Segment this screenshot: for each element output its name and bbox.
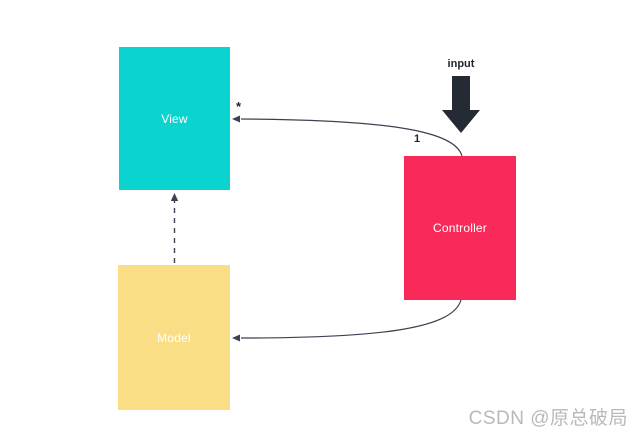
arrowhead-into-view-bottom <box>170 193 179 201</box>
controller-node: Controller <box>404 156 516 300</box>
input-arrow-icon <box>442 76 480 133</box>
model-node-label: Model <box>157 330 191 345</box>
controller-node-label: Controller <box>432 221 488 235</box>
watermark-text: CSDN @原总破局 <box>468 408 628 429</box>
view-node: View <box>119 47 230 190</box>
view-multiplicity-label: * <box>236 99 242 114</box>
model-node: Model <box>118 265 230 410</box>
input-label: input <box>447 58 475 70</box>
edge-controller-to-view <box>240 118 463 157</box>
controller-multiplicity-label: 1 <box>414 133 421 145</box>
edge-controller-to-model <box>240 299 462 339</box>
arrowhead-into-view <box>232 115 240 123</box>
view-node-label: View <box>161 111 188 126</box>
arrowhead-into-model <box>232 334 240 342</box>
